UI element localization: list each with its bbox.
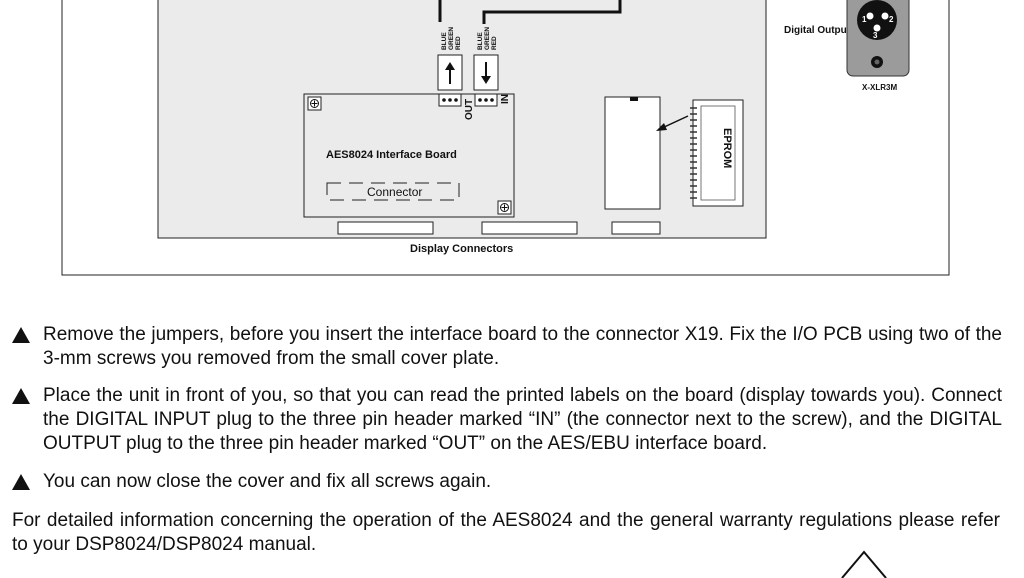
instruction-item: You can now close the cover and fix all …	[12, 470, 1002, 494]
instruction-item: Remove the jumpers, before you insert th…	[12, 323, 1002, 371]
display-connectors-label: Display Connectors	[410, 243, 513, 255]
wire-label-red: RED	[491, 36, 498, 50]
header-out-label: OUT	[464, 99, 475, 120]
xlr-connector	[846, 0, 910, 77]
display-connector	[481, 221, 578, 235]
eprom-arrow	[656, 115, 689, 131]
out-pin-header	[438, 93, 462, 107]
instruction-text: Place the unit in front of you, so that …	[43, 385, 1002, 454]
digital-output-cable	[482, 0, 622, 24]
eprom-chip	[690, 99, 744, 207]
display-connector	[337, 221, 434, 235]
wire-labels-right: BLUE GREEN RED	[477, 27, 498, 50]
xlr-pin-1: 1	[862, 15, 867, 24]
wire-label-blue: BLUE	[441, 32, 448, 50]
chip-socket	[604, 96, 661, 210]
wire-label-green: GREEN	[484, 27, 491, 50]
display-connector	[611, 221, 661, 235]
connector-label: Connector	[367, 185, 422, 199]
digital-output-label: Digital Output	[784, 25, 851, 36]
instruction-text: You can now close the cover and fix all …	[43, 471, 492, 492]
wire-labels-left: BLUE GREEN RED	[441, 27, 462, 50]
warning-triangle-icon	[841, 550, 887, 578]
instruction-item: Place the unit in front of you, so that …	[12, 384, 1002, 456]
in-pin-header	[474, 93, 498, 107]
triangle-bullet-icon	[12, 474, 30, 490]
triangle-bullet-icon	[12, 388, 30, 404]
installation-diagram: BLUE GREEN RED BLUE GREEN RED OUT	[61, 0, 950, 276]
eprom-label: EPROM	[721, 128, 733, 168]
figure-frame	[61, 0, 950, 276]
input-plug	[437, 54, 463, 91]
xlr-pin-2: 2	[889, 15, 894, 24]
footer-paragraph: For detailed information concerning the …	[12, 510, 1000, 555]
chip-notch	[630, 97, 638, 101]
xlr-pin-3: 3	[873, 31, 878, 40]
triangle-bullet-icon	[12, 327, 30, 343]
connector-outline	[326, 182, 460, 201]
header-in-label: IN	[500, 94, 511, 104]
instruction-text: Remove the jumpers, before you insert th…	[43, 324, 1002, 369]
wire-label-blue: BLUE	[477, 32, 484, 50]
wire-label-green: GREEN	[448, 27, 455, 50]
arrow-down-icon	[481, 62, 491, 84]
xlr-model-label: X-XLR3M	[862, 83, 897, 92]
board-title: AES8024 Interface Board	[326, 149, 457, 161]
screw-icon	[307, 96, 322, 111]
arrow-up-icon	[445, 62, 455, 84]
interface-board	[303, 93, 515, 218]
screw-icon	[497, 200, 512, 215]
wire-label-red: RED	[455, 36, 462, 50]
